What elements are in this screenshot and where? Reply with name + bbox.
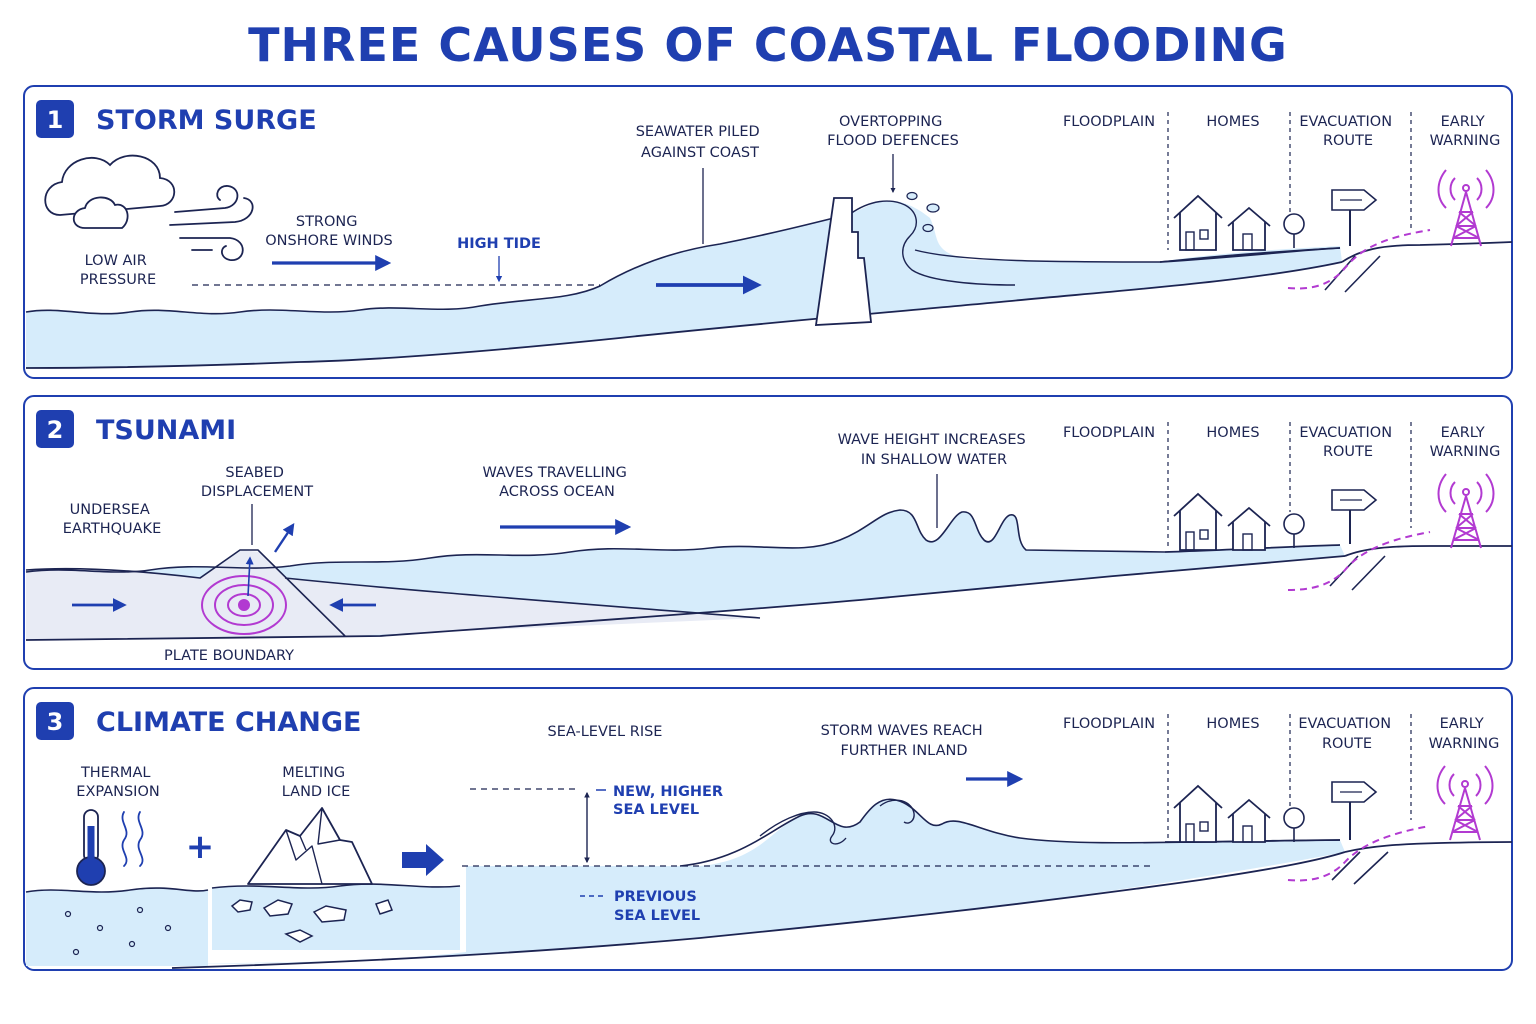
zone-floodplain: FLOODPLAIN [1063,716,1155,732]
plate-outline [25,549,761,637]
label-seabed-displacement: SEABED DISPLACEMENT [201,465,313,500]
bubbles [64,906,172,956]
uplift-arrow [274,523,295,553]
label-sea-level-rise: SEA-LEVEL RISE [548,724,663,740]
panel-frame [23,85,1513,379]
label-overtopping: OVERTOPPING FLOOD DEFENCES [827,114,959,149]
evacuation-route-path [1287,531,1431,591]
sea-surface-line [25,509,1166,573]
label-high-tide: HIGH TIDE [457,236,541,252]
zone-floodplain: FLOODPLAIN [1063,425,1155,441]
spray-drop [926,203,940,213]
panel-number-badge [36,702,74,740]
seabed-line [171,851,1346,969]
label-melting-land-ice: MELTING LAND ICE [282,765,351,800]
zone-early-warning: EARLY WARNING [1430,114,1501,149]
panel-title: CLIMATE CHANGE [96,707,362,738]
evacuation-route-path [1287,825,1431,882]
zone-evacuation-route: EVACUATION ROUTE [1298,716,1395,752]
house-icon [1227,798,1271,843]
sea-water [180,799,1345,964]
house-icon [1173,194,1223,251]
spray-drop [906,191,918,201]
heat-waves-icon [121,811,144,867]
cloud-icon [44,154,176,229]
zone-early-warning: EARLY WARNING [1429,716,1500,752]
panel-title: STORM SURGE [96,105,317,136]
panel-title: TSUNAMI [96,415,236,446]
page-title: THREE CAUSES OF COASTAL FLOODING [248,18,1288,72]
label-seawater-piled: SEAWATER PILED AGAINST COAST [636,124,765,161]
house-icon [1173,784,1223,843]
panel-number-badge [36,100,74,138]
flood-water-line [914,247,1341,263]
spray-drop [922,223,934,233]
panel-number: 1 [47,106,64,134]
label-thermal-expansion: THERMAL EXPANSION [76,765,159,800]
sea-water [26,888,208,966]
uplift-arrow [245,556,254,597]
house-icon [1227,506,1271,551]
zone-homes: HOMES [1206,425,1259,441]
ice-floe-icon [230,899,393,943]
wave-curl [759,799,915,845]
signpost-icon [1331,781,1378,840]
zone-labels: FLOODPLAIN HOMES EVACUATION ROUTE EARLY … [1063,112,1500,250]
panel-storm-surge: 1 STORM SURGE LOW AIR PRESSURE [23,85,1513,379]
plus-sign: + [186,827,215,867]
house-icon [1227,206,1271,251]
label-previous-sea-level: PREVIOUS SEA LEVEL [614,889,702,924]
warning-tower-icon [1437,169,1495,247]
tree-icon [1283,513,1305,548]
epicentre-rings [201,575,287,635]
arrow-icon [402,844,444,876]
signpost-icon [1331,189,1378,246]
tree-icon [1283,213,1305,248]
label-onshore-winds: STRONG ONSHORE WINDS [265,214,392,249]
label-undersea-earthquake: UNDERSEA EARTHQUAKE [63,502,161,537]
sea-surface-line [25,213,851,315]
warning-tower-icon [1436,765,1494,841]
panel-number: 2 [47,416,64,444]
label-storm-waves: STORM WAVES REACH FURTHER INLAND [821,723,988,759]
coast-edge [1331,851,1389,885]
label-waves-travelling: WAVES TRAVELLING ACROSS OCEAN [483,465,632,500]
sea-surface-line [25,887,209,893]
seabed-line [25,261,1343,369]
zone-labels: FLOODPLAIN HOMES EVACUATION ROUTE EARLY … [1063,422,1500,548]
thermometer-icon [76,809,106,886]
wind-icon [169,185,254,261]
warning-tower-icon [1437,473,1495,549]
melting-ice-icon [247,807,373,885]
panel-number: 3 [47,708,64,736]
seabed-line [25,555,1346,641]
zone-floodplain: FLOODPLAIN [1063,114,1155,130]
panel-number-badge [36,410,74,448]
overtop-spray [849,200,1016,286]
coast-edge [1324,255,1381,293]
label-wave-height: WAVE HEIGHT INCREASES IN SHALLOW WATER [838,432,1031,468]
label-low-air-pressure: LOW AIR PRESSURE [80,253,156,288]
zone-evacuation-route: EVACUATION ROUTE [1299,425,1396,460]
zone-homes: HOMES [1206,114,1259,130]
panel-tsunami: 2 TSUNAMI UNDERSEA EARTHQUAKE SEABED DIS… [23,395,1513,670]
seabed-plate-right [285,578,760,636]
panel-climate-change: 3 CLIMATE CHANGE + [23,687,1513,971]
evacuation-route-path [1287,229,1431,290]
tree-icon [1283,807,1305,842]
house-icon [1173,492,1223,551]
flood-defence-wall [814,197,872,326]
signpost-icon [1331,489,1378,544]
zone-early-warning: EARLY WARNING [1430,425,1501,460]
label-new-sea-level: NEW, HIGHER SEA LEVEL [613,784,728,818]
label-plate-boundary: PLATE BOUNDARY [164,648,294,664]
sea-surface-line [211,883,461,889]
zone-evacuation-route: EVACUATION ROUTE [1299,114,1396,149]
zone-labels: FLOODPLAIN HOMES EVACUATION ROUTE EARLY … [1063,714,1499,842]
zone-homes: HOMES [1206,716,1259,732]
